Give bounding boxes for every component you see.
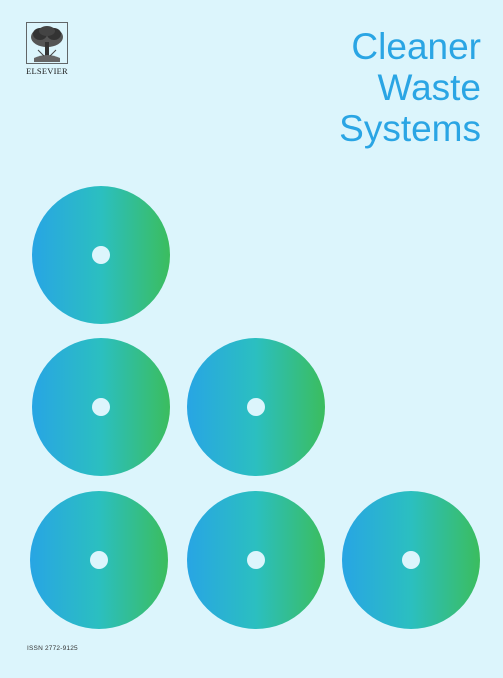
disc-hole xyxy=(90,551,108,569)
disc-row-3 xyxy=(30,491,480,629)
disc xyxy=(342,491,480,629)
elsevier-tree-icon xyxy=(26,22,68,64)
disc xyxy=(30,491,168,629)
journal-title: Cleaner Waste Systems xyxy=(339,26,481,149)
disc-hole xyxy=(92,246,110,264)
disc-hole xyxy=(92,398,110,416)
issn-label: ISSN 2772-9125 xyxy=(27,645,78,652)
disc-row-1 xyxy=(32,186,170,324)
publisher-logo: ELSEVIER xyxy=(22,22,72,76)
journal-title-line-3: Systems xyxy=(339,108,481,149)
journal-title-line-1: Cleaner xyxy=(351,26,481,67)
disc xyxy=(32,338,170,476)
disc xyxy=(187,491,325,629)
journal-title-line-2: Waste xyxy=(377,67,481,108)
disc-hole xyxy=(247,398,265,416)
publisher-name: ELSEVIER xyxy=(26,66,68,76)
disc xyxy=(187,338,325,476)
disc-row-2 xyxy=(32,338,325,476)
disc xyxy=(32,186,170,324)
disc-hole xyxy=(247,551,265,569)
disc-hole xyxy=(402,551,420,569)
